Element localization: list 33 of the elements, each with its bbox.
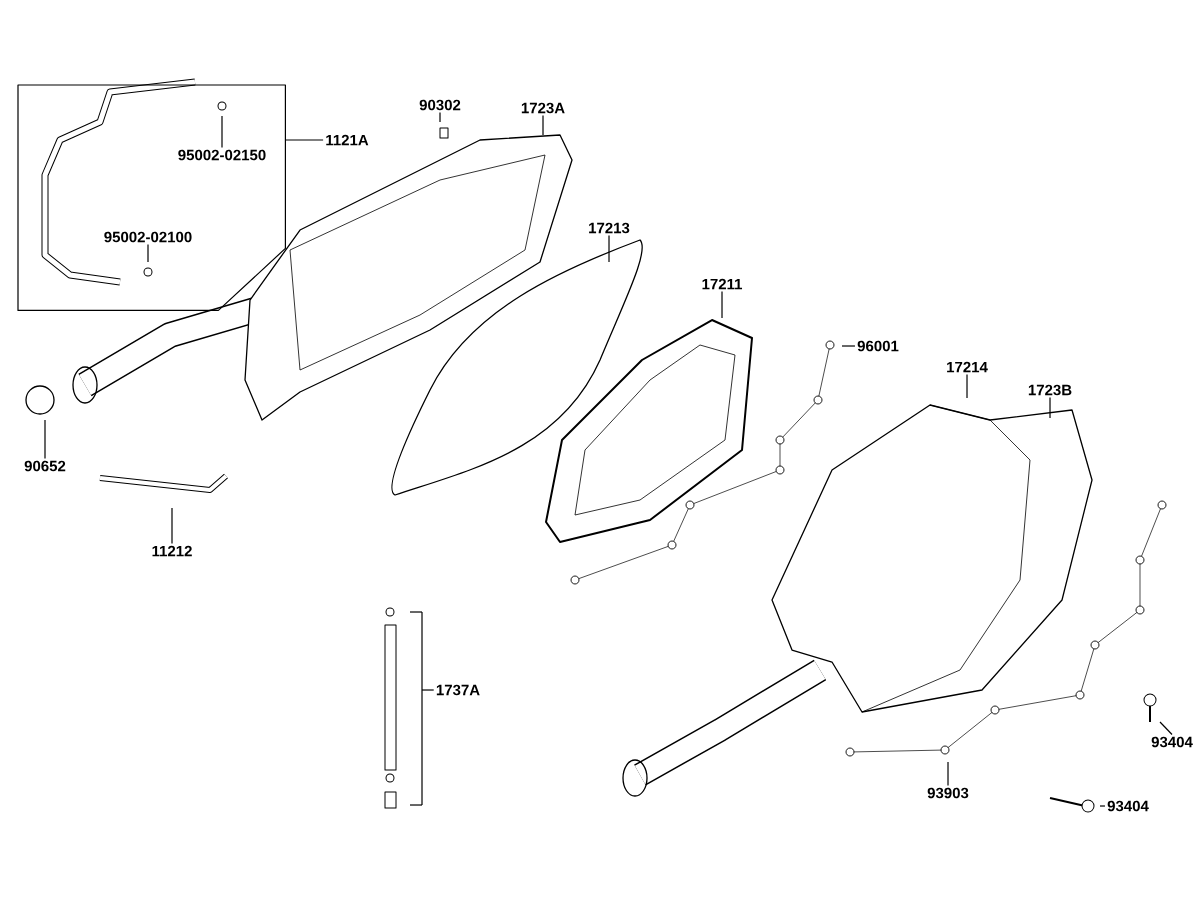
- callout-number: 1723B: [1028, 384, 1072, 396]
- kit-frame: [17, 84, 286, 311]
- leader-line: [439, 111, 441, 123]
- leader-line: [542, 114, 544, 136]
- leader-line: [608, 234, 610, 263]
- callout-number: 17214: [947, 361, 988, 373]
- leader-line: [841, 345, 856, 347]
- callout-number: 17213: [589, 222, 630, 234]
- callout-number: 11212: [152, 545, 192, 557]
- callout-number: 95002-02150: [178, 149, 266, 161]
- callout-number: 1737A: [436, 684, 480, 696]
- leader-line: [147, 243, 149, 263]
- callout-number: 93404: [1107, 800, 1149, 812]
- leader-line: [721, 290, 723, 319]
- callout-number: 1723A: [521, 102, 565, 114]
- leader-line: [421, 689, 435, 691]
- callout-number: 90652: [24, 460, 66, 472]
- callout-number: 93903: [927, 787, 969, 799]
- leader-line: [966, 373, 968, 399]
- callout-number: 95002-02100: [104, 231, 192, 243]
- callout-number: 90302: [419, 99, 461, 111]
- leader-line: [1159, 721, 1173, 736]
- leader-line: [44, 419, 46, 460]
- leader-line: [171, 507, 173, 545]
- leader-line: [1049, 396, 1051, 419]
- leader-line: [947, 761, 949, 787]
- callout-number: 1121A: [326, 134, 369, 146]
- callout-number: 96001: [857, 340, 899, 352]
- leader-line: [1099, 805, 1106, 807]
- leader-line: [284, 139, 324, 141]
- leader-line: [221, 115, 223, 149]
- callout-number: 17211: [702, 278, 742, 290]
- callout-number: 93404: [1151, 736, 1193, 748]
